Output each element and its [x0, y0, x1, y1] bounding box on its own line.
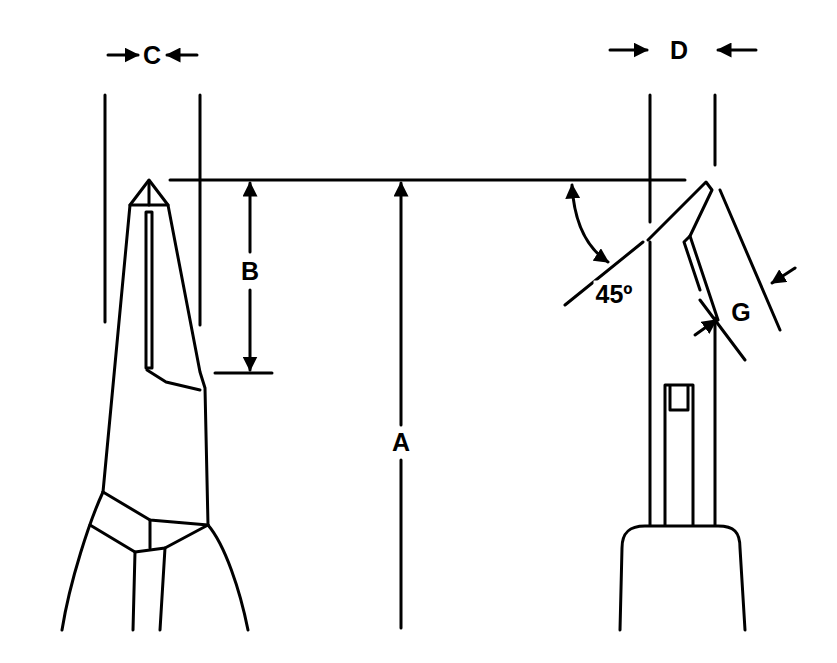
- dim-arrow-g: [695, 320, 716, 335]
- joint-lines: [133, 520, 165, 630]
- dimension-label: G: [729, 299, 752, 326]
- dim-arrow-c: [167, 54, 197, 57]
- jaw-slot: [146, 212, 152, 368]
- dimension-label: B: [239, 258, 261, 285]
- reference-line: [170, 179, 685, 182]
- dim-arrow-d: [718, 49, 756, 52]
- dim-arrow-a: [400, 183, 403, 425]
- dimension-label: A: [390, 429, 412, 456]
- dim-arrow-b: [249, 183, 252, 252]
- angle-arc: [572, 185, 608, 262]
- dim-arrow-c: [108, 54, 138, 57]
- extension-lines-g: [700, 190, 780, 360]
- handle-left: [62, 492, 103, 630]
- angled-jaw: [648, 182, 718, 320]
- tip-line: [148, 182, 151, 205]
- dim-line-a: [400, 460, 403, 628]
- dimension-label: C: [141, 42, 163, 69]
- extension-lines-c: [105, 95, 200, 325]
- body-sides: [650, 242, 715, 525]
- jaw-outline: [103, 180, 208, 525]
- dim-arrow-g: [772, 268, 795, 283]
- extension-line-b: [215, 372, 272, 375]
- extension-lines-d: [650, 95, 715, 222]
- jaw-inner: [684, 236, 700, 290]
- dimension-label: 45º: [594, 281, 635, 308]
- handle-grip: [620, 526, 745, 630]
- handle-right: [208, 525, 248, 630]
- dim-arrow-d: [610, 49, 647, 52]
- body-slot: [665, 385, 693, 525]
- joint-outline: [103, 492, 208, 525]
- dimension-label: D: [668, 37, 690, 64]
- jaw-step: [147, 370, 200, 390]
- dim-arrow-b: [249, 290, 252, 370]
